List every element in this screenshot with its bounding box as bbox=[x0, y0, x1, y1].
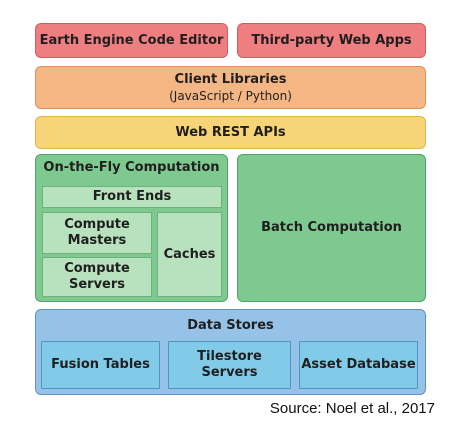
third-party-web-apps-box: Third-party Web Apps bbox=[237, 23, 426, 58]
client-libraries-title: Client Libraries bbox=[174, 71, 287, 87]
front-ends-box: Front Ends bbox=[42, 186, 222, 208]
asset-database-box: Asset Database bbox=[299, 341, 418, 389]
data-stores-box: Data Stores Fusion Tables Tilestore Serv… bbox=[35, 309, 426, 395]
client-libraries-subtitle: (JavaScript / Python) bbox=[169, 89, 292, 104]
on-the-fly-computation-box: On-the-Fly Computation Front Ends Comput… bbox=[35, 154, 228, 302]
batch-computation-box: Batch Computation bbox=[237, 154, 426, 302]
compute-servers-box: Compute Servers bbox=[42, 257, 152, 297]
earth-engine-code-editor-box: Earth Engine Code Editor bbox=[35, 23, 228, 58]
fusion-tables-box: Fusion Tables bbox=[41, 341, 160, 389]
compute-masters-box: Compute Masters bbox=[42, 212, 152, 254]
client-libraries-box: Client Libraries (JavaScript / Python) bbox=[35, 66, 426, 109]
on-the-fly-computation-title: On-the-Fly Computation bbox=[43, 160, 220, 175]
web-rest-apis-box: Web REST APIs bbox=[35, 116, 426, 149]
caches-box: Caches bbox=[157, 212, 222, 297]
source-citation: Source: Noel et al., 2017 bbox=[269, 400, 435, 417]
data-stores-title: Data Stores bbox=[187, 318, 274, 333]
tilestore-servers-box: Tilestore Servers bbox=[168, 341, 291, 389]
